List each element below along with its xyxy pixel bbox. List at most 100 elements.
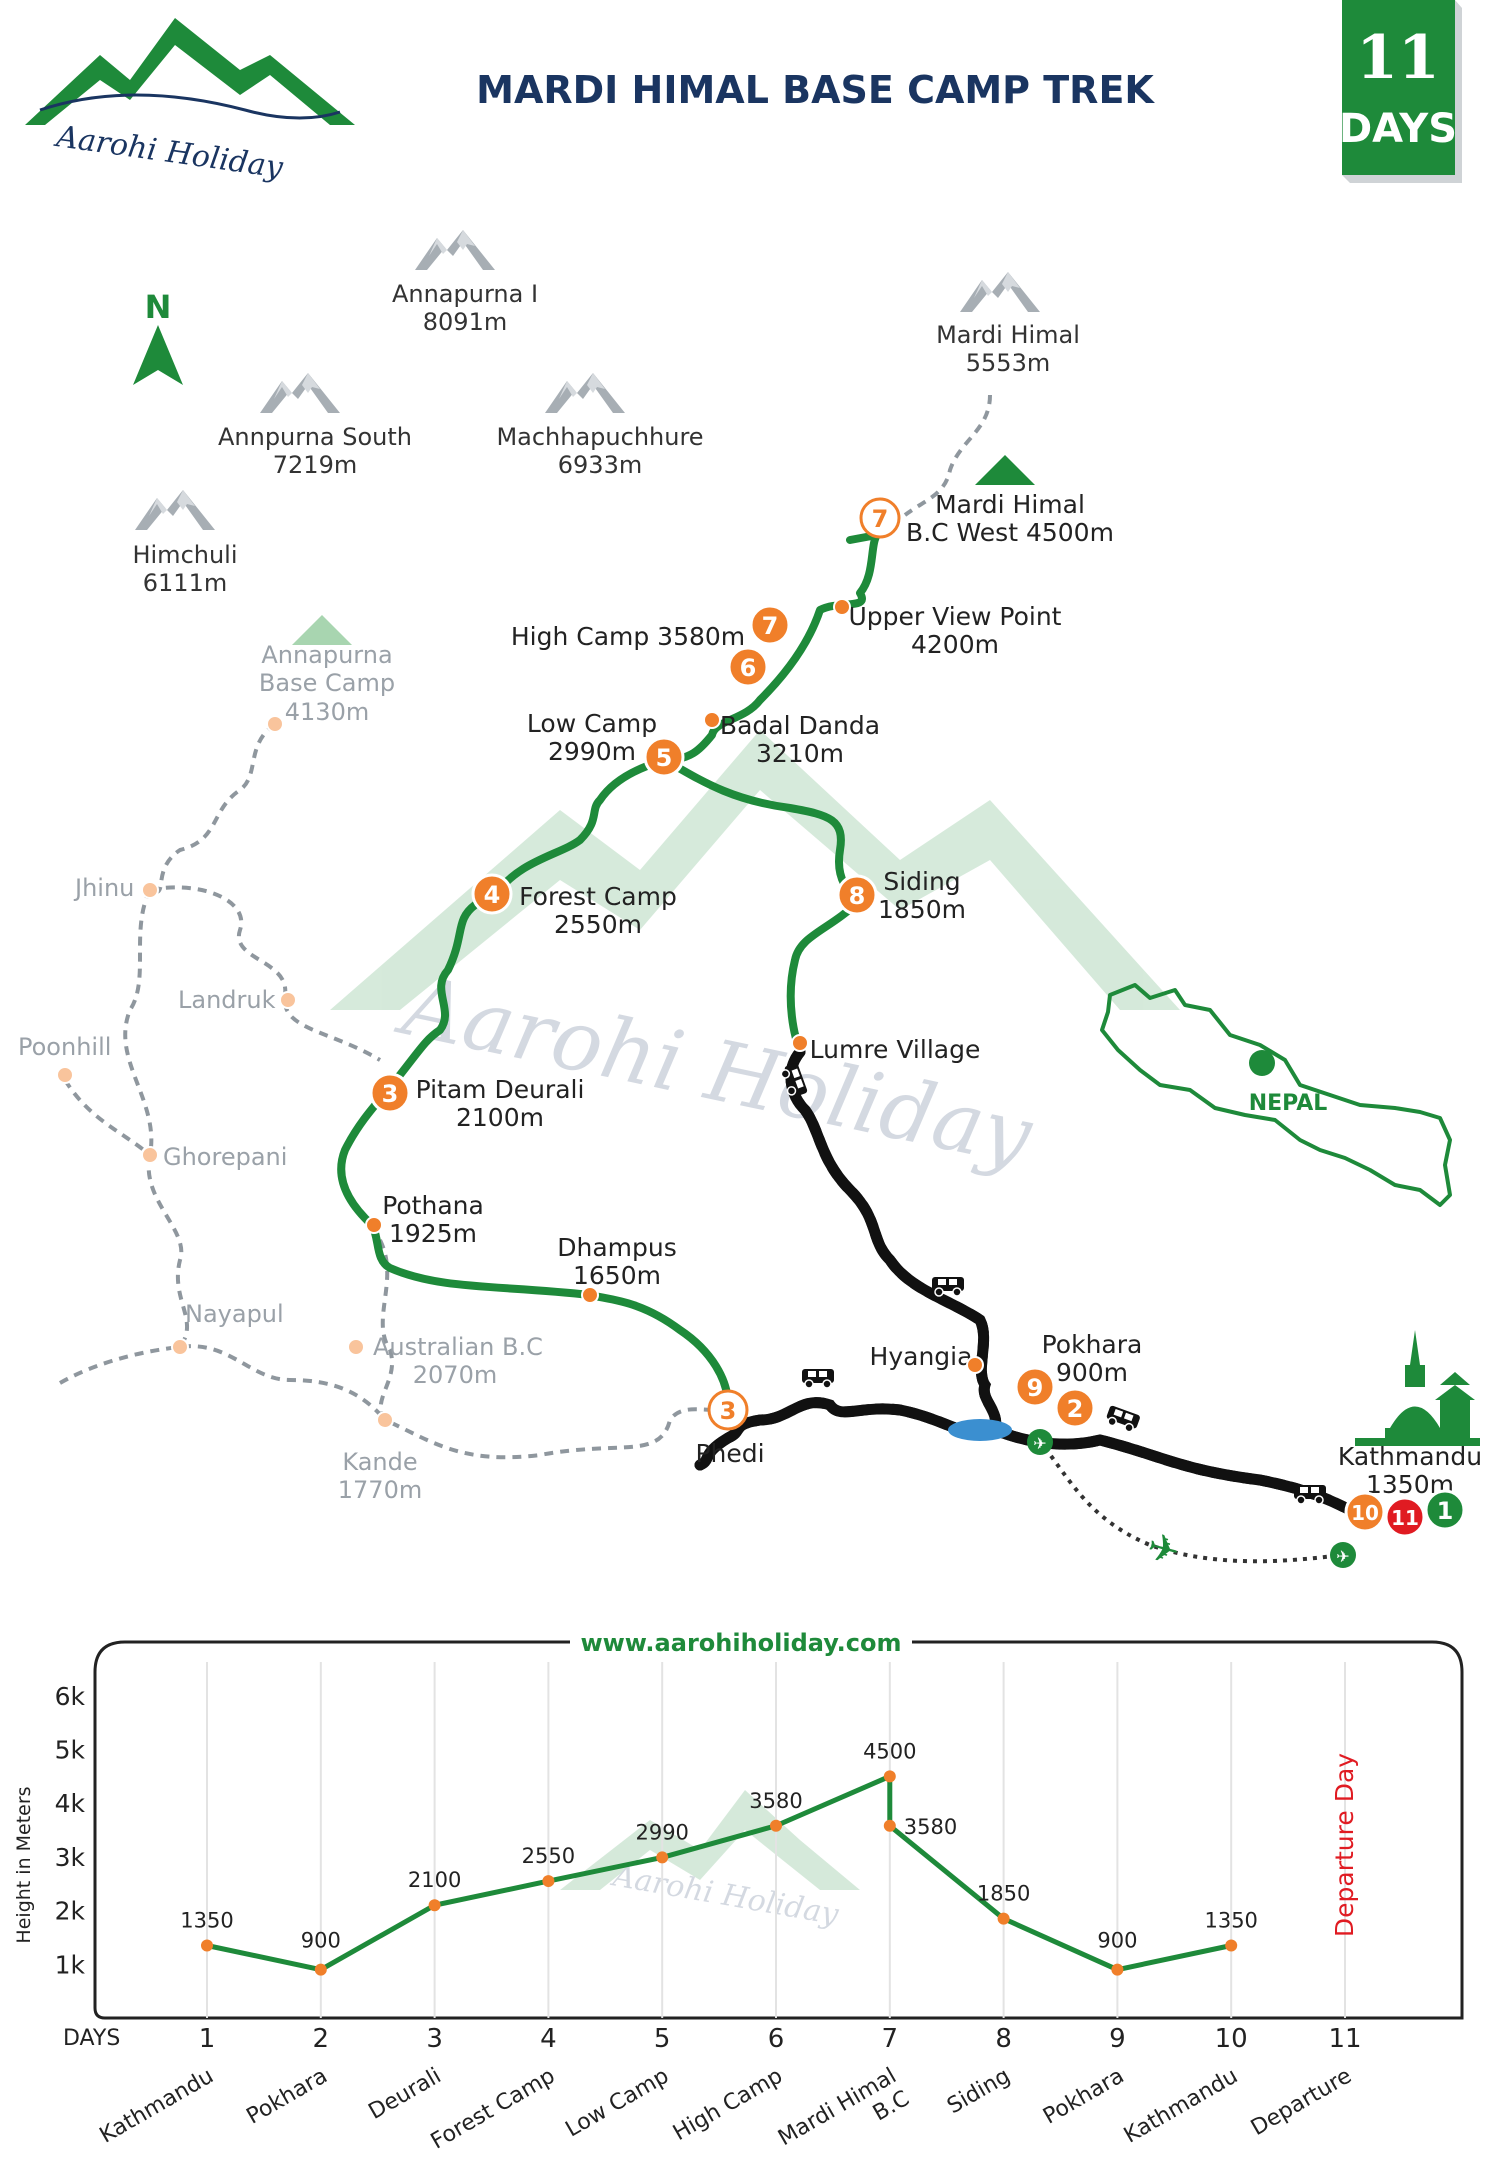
series-points: 1350900210025502990358045003580185090013… <box>180 1739 1258 1976</box>
place-label: High Camp 3580m <box>511 622 745 651</box>
place-label: 1650m <box>573 1261 661 1290</box>
mountain-icon <box>960 272 1040 312</box>
x-tick-label: 8 <box>995 2024 1012 2054</box>
day-marker: 7 <box>749 604 791 646</box>
north-arrow-icon <box>133 325 183 385</box>
jeep-icon <box>801 1368 835 1389</box>
place-label: Upper View Point <box>849 602 1062 631</box>
svg-text:6: 6 <box>740 654 757 682</box>
y-tick-label: 1k <box>55 1950 86 1979</box>
place-label: 1925m <box>389 1219 477 1248</box>
day-marker: 5 <box>643 736 685 778</box>
airplane-icon: ✈ <box>1033 1434 1046 1453</box>
grey-place-label: 4130m <box>285 698 369 726</box>
data-label: 3580 <box>749 1789 802 1813</box>
svg-text:5: 5 <box>656 744 673 772</box>
stupa-icon <box>1355 1330 1480 1446</box>
data-point <box>997 1912 1010 1925</box>
day-marker: 1 <box>1424 1489 1466 1531</box>
data-label: 1850 <box>977 1882 1030 1906</box>
page-title: MARDI HIMAL BASE CAMP TREK <box>476 68 1155 112</box>
svg-text:3: 3 <box>382 1080 399 1108</box>
days-number: 11 <box>1356 23 1440 93</box>
grey-place-label: Landruk <box>178 986 276 1014</box>
y-tick-label: 3k <box>55 1843 86 1872</box>
grey-place-label: Annapurna <box>261 641 392 669</box>
place-label: Hyangia <box>870 1342 973 1371</box>
peak-mardi-himal: Mardi Himal 5553m <box>936 272 1080 377</box>
peak-name: Annapurna I <box>392 280 538 308</box>
data-point <box>542 1875 555 1888</box>
mountain-icon <box>260 373 340 413</box>
x-category-label: Kathmandu <box>1120 2064 1242 2149</box>
logo-text: Aarohi Holiday <box>51 119 286 186</box>
x-category-label: Deurali <box>365 2064 446 2125</box>
data-point <box>770 1819 782 1832</box>
grey-place-label: Jhinu <box>73 874 134 902</box>
svg-text:11: 11 <box>1391 1506 1419 1530</box>
airplane-icon: ✈ <box>1336 1547 1349 1566</box>
day-markers: 7 7 6 5 4 8 3 3 9 2 10 11 1 <box>369 497 1466 1538</box>
day-marker: 10 <box>1344 1491 1386 1533</box>
y-tick-label: 6k <box>55 1682 86 1711</box>
day-marker: 6 <box>727 646 769 688</box>
plane-icon: ✈ <box>1142 1524 1184 1575</box>
place-label: Forest Camp <box>519 882 677 911</box>
grey-place-label: Nayapul <box>185 1300 284 1328</box>
peak-machhapuchhure: Machhapuchhure 6933m <box>496 373 704 479</box>
nepal-label: NEPAL <box>1249 1091 1328 1116</box>
x-tick-label: 9 <box>1109 2024 1126 2054</box>
y-tick-label: 4k <box>55 1789 86 1818</box>
x-category-label: Departure <box>1247 2064 1356 2141</box>
mountain-icon <box>135 490 215 530</box>
grey-place-labels: Annapurna Base Camp 4130m Jhinu Landruk … <box>18 641 543 1504</box>
y-tick-label: 5k <box>55 1736 86 1765</box>
days-badge: 11 DAYS <box>1339 0 1462 183</box>
x-tick-label: 6 <box>768 2024 785 2054</box>
x-category-label: Low Camp <box>561 2064 673 2143</box>
nepal-inset: NEPAL <box>1100 983 1452 1207</box>
day-marker: 9 <box>1014 1366 1056 1408</box>
day-marker: 3 <box>369 1072 411 1114</box>
north-compass: N <box>133 288 183 385</box>
place-label: Low Camp <box>527 709 657 738</box>
peak-name: Himchuli <box>132 541 237 569</box>
place-labels: Mardi Himal B.C West 4500m Upper View Po… <box>382 490 1482 1499</box>
x-tick-label: 7 <box>882 2024 899 2054</box>
elevation-chart: www.aarohiholiday.com Aarohi Holiday 1k2… <box>13 1629 1464 2155</box>
place-label: Dhampus <box>557 1233 677 1262</box>
data-point <box>883 1770 896 1783</box>
place-label: 4200m <box>911 630 999 659</box>
chart-frame <box>93 1640 1464 2020</box>
mountain-icon <box>415 230 495 270</box>
svg-text:8: 8 <box>849 882 866 910</box>
x-tick-label: 3 <box>426 2024 443 2054</box>
place-label: 2550m <box>554 910 642 939</box>
data-label: 2550 <box>522 1844 575 1868</box>
svg-text:2: 2 <box>1067 1395 1084 1423</box>
tent-icon <box>292 615 352 645</box>
series-line <box>206 1773 1232 1973</box>
airport-icon <box>1330 1542 1356 1568</box>
data-label: 4500 <box>863 1739 916 1763</box>
day-marker: 4 <box>471 873 513 915</box>
trek-route <box>337 531 881 1414</box>
svg-text:9: 9 <box>1027 1374 1044 1402</box>
x-category-label: Pokhara <box>1039 2064 1128 2130</box>
data-point <box>656 1851 669 1864</box>
watermark-text: Aarohi Holiday <box>389 955 1042 1185</box>
x-tick-label: 1 <box>199 2024 216 2054</box>
grey-place-label: Australian B.C <box>373 1333 543 1361</box>
place-label: 1850m <box>878 895 966 924</box>
peak-altitude: 8091m <box>423 308 507 336</box>
airport-icon <box>1027 1429 1053 1455</box>
peak-altitude: 5553m <box>966 349 1050 377</box>
svg-text:7: 7 <box>872 505 889 533</box>
flight-route: ✈ ✈ ✈ <box>1027 1429 1356 1575</box>
x-category-label: Pokhara <box>243 2064 332 2130</box>
data-point <box>314 1963 327 1976</box>
